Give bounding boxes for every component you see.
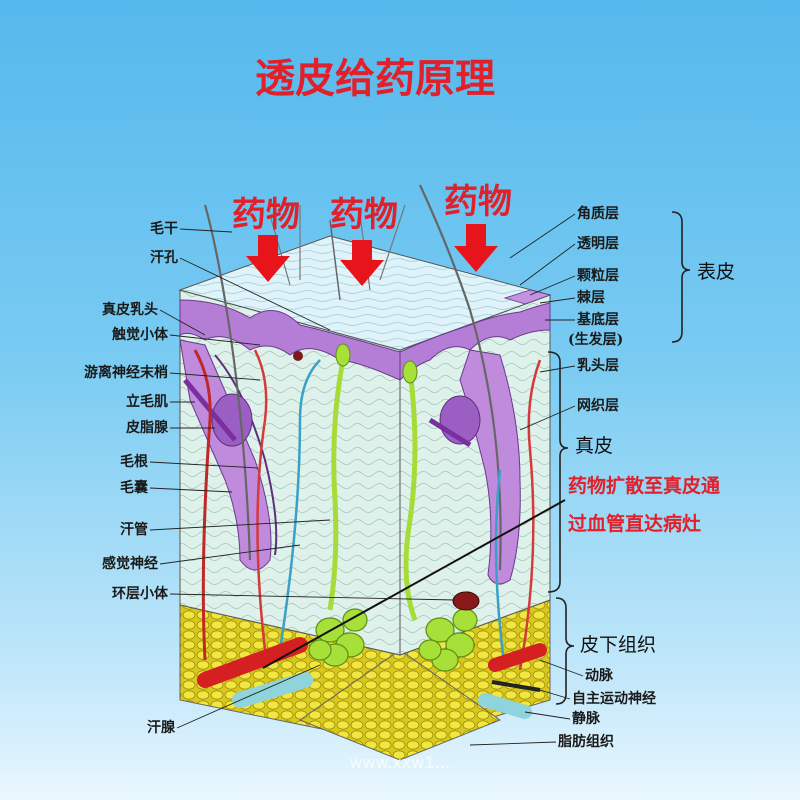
label-sweat-duct: 汗管: [120, 521, 148, 538]
drug-label: 药物: [232, 195, 300, 235]
label-pacinian-corpuscle: 环层小体: [112, 585, 169, 602]
label-free-nerve-ending: 游离神经末梢: [84, 364, 168, 381]
bracket-subcutis: 皮下组织: [555, 597, 656, 705]
label-stratum-lucidum: 透明层: [577, 236, 619, 252]
label-hair-root: 毛根: [120, 453, 149, 470]
diffusion-annotation: 药物扩散至真皮通 过血管直达病灶: [262, 474, 721, 669]
drug-label: 药物: [444, 182, 512, 222]
down-arrow-icon: [454, 224, 498, 272]
label-stratum-corneum: 角质层: [577, 205, 619, 222]
drug-label: 药物: [330, 195, 398, 235]
label-germinal-layer: (生发层): [568, 331, 623, 348]
label-artery: 动脉: [585, 667, 614, 684]
label-stratum-granulosum: 颗粒层: [577, 267, 619, 284]
drug-indicator-3: 药物: [444, 182, 512, 272]
right-labels: 角质层 透明层 颗粒层 棘层 基底层 (生发层) 乳头层 网织层 动脉 自主运动…: [469, 205, 656, 750]
drug-indicator-1: 药物: [232, 195, 300, 282]
page-title: 透皮给药原理: [255, 56, 495, 102]
label-autonomic-motor-nerve: 自主运动神经: [572, 690, 656, 707]
group-dermis: 真皮: [575, 435, 613, 457]
label-arrector-pili: 立毛肌: [126, 393, 168, 410]
annotation-line-2: 过血管直达病灶: [568, 512, 701, 535]
group-epidermis: 表皮: [697, 261, 735, 283]
label-sensory-nerve: 感觉神经: [102, 555, 158, 572]
annotation-line-1: 药物扩散至真皮通: [568, 474, 721, 497]
label-touch-corpuscle: 触觉小体: [111, 326, 169, 343]
label-stratum-basale: 基底层: [577, 311, 619, 328]
label-sweat-gland: 汗腺: [147, 719, 176, 736]
bracket-epidermis: 表皮: [671, 211, 735, 343]
annotation-pointer: [262, 499, 566, 669]
label-papillary-layer: 乳头层: [577, 357, 619, 374]
watermark: www.xxw1…: [349, 753, 450, 772]
label-reticular-layer: 网织层: [577, 397, 619, 414]
drug-indicator-2: 药物: [330, 195, 398, 286]
label-sebaceous-gland: 皮脂腺: [125, 419, 169, 436]
label-hair-shaft: 毛干: [150, 220, 178, 237]
left-labels: 毛干 汗孔 真皮乳头 触觉小体 游离神经末梢 立毛肌 皮脂腺 毛根 毛囊 汗管 …: [84, 220, 456, 736]
skin-block: [178, 184, 552, 761]
label-dermal-papilla: 真皮乳头: [102, 301, 158, 318]
label-hair-follicle: 毛囊: [120, 479, 149, 496]
label-stratum-spinosum: 棘层: [577, 289, 605, 306]
label-sweat-pore: 汗孔: [150, 249, 178, 266]
down-arrow-icon: [340, 240, 384, 286]
label-adipose-tissue: 脂肪组织: [557, 733, 614, 750]
group-subcutis: 皮下组织: [580, 634, 656, 656]
down-arrow-icon: [246, 235, 290, 282]
bracket-dermis: 真皮: [547, 351, 613, 593]
label-vein: 静脉: [572, 710, 601, 727]
